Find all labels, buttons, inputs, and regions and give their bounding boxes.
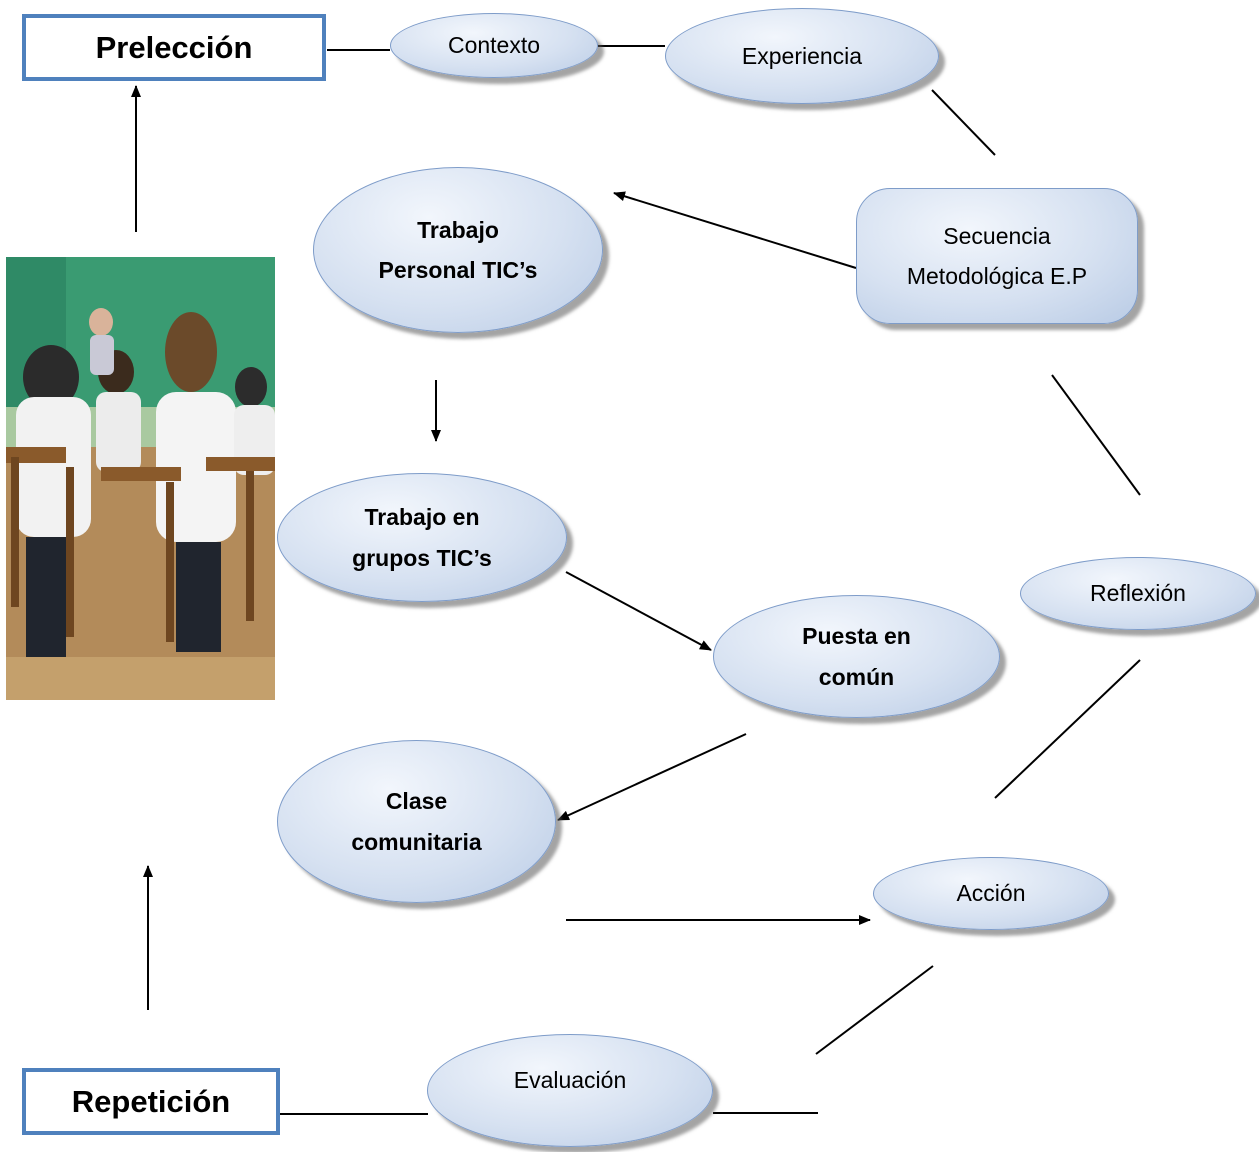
common-sharing-node: Puesta en común <box>713 595 1000 718</box>
group-work-line1: Trabajo en <box>364 504 480 531</box>
sequence-node: Secuencia Metodológica E.P <box>856 188 1138 324</box>
arrow-common-to-community <box>557 733 747 821</box>
personal-work-line1: Trabajo <box>417 216 499 243</box>
personal-work-line2: Personal TIC’s <box>378 257 538 283</box>
group-work-line2: grupos TIC’s <box>352 544 492 571</box>
experience-node: Experiencia <box>665 8 939 104</box>
arrow-sequence-to-personal <box>613 191 857 269</box>
experience-label: Experiencia <box>741 42 863 69</box>
line-sequence-reflection <box>1051 374 1141 496</box>
arrow-groups-to-common <box>565 571 712 651</box>
community-class-line2: comunitaria <box>351 828 482 855</box>
sequence-label-line2: Metodológica E.P <box>906 263 1088 289</box>
prelection-box: Prelección <box>22 14 326 81</box>
context-label: Contexto <box>447 32 541 59</box>
action-label: Acción <box>956 880 1026 907</box>
reflection-node: Reflexión <box>1020 557 1256 630</box>
classroom-photo <box>6 257 275 700</box>
context-node: Contexto <box>390 13 598 78</box>
action-node: Acción <box>873 857 1109 930</box>
community-class-node: Clase comunitaria <box>277 740 556 903</box>
evaluation-node: Evaluación <box>427 1034 713 1147</box>
common-sharing-line1: Puesta en <box>802 623 911 650</box>
line-action-evaluation <box>815 965 934 1055</box>
line-experience-sequence <box>931 89 996 156</box>
evaluation-label: Evaluación <box>513 1067 627 1093</box>
reflection-label: Reflexión <box>1090 580 1186 607</box>
common-sharing-line2: común <box>818 663 895 690</box>
group-work-node: Trabajo en grupos TIC’s <box>277 473 567 602</box>
community-class-line1: Clase <box>385 788 448 815</box>
sequence-label-line1: Secuencia <box>943 222 1051 249</box>
repetition-box: Repetición <box>22 1068 280 1135</box>
line-reflection-action <box>994 659 1141 799</box>
personal-work-node: Trabajo Personal TIC’s <box>313 167 603 333</box>
prelection-label: Prelección <box>95 29 253 65</box>
repetition-label: Repetición <box>71 1083 231 1119</box>
